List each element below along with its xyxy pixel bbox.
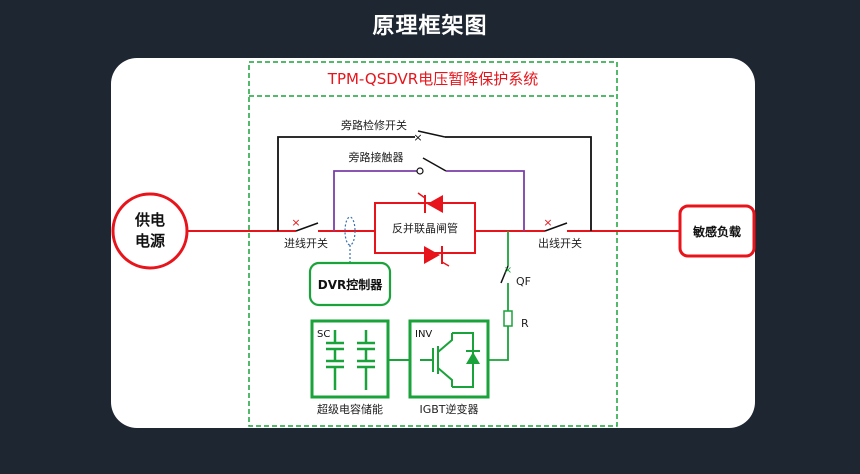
thyristor-label: 反并联晶闸管: [392, 221, 458, 235]
freewheel-diode-icon: [466, 352, 480, 364]
inverter-label: IGBT逆变器: [419, 402, 478, 416]
bypass-contactor-label: 旁路接触器: [349, 150, 404, 164]
supercapacitor-label: 超级电容储能: [317, 402, 383, 416]
dvr-controller-label: DVR控制器: [318, 277, 383, 292]
bypass-maintenance-label: 旁路检修开关: [341, 118, 407, 132]
dvr-controller: [308, 261, 392, 307]
bypass-contactor-line-left: [333, 170, 418, 231]
system-title: TPM-QSDVR电压暂降保护系统: [327, 70, 538, 88]
outgoing-switch-x-icon: ×: [543, 216, 552, 229]
inverter-feed-line: [488, 326, 509, 361]
thyristor-lower-icon: [424, 246, 440, 264]
outgoing-switch-blade: [544, 222, 568, 232]
thyristor-upper-icon: [427, 195, 443, 213]
bypass-maintenance-line-right: [445, 136, 592, 231]
page-title: 原理框架图: [372, 14, 488, 39]
resistor-icon: [503, 310, 513, 327]
inv-label: INV: [415, 329, 432, 340]
igbt-icon: [420, 332, 474, 388]
bypass-contactor-blade: [422, 157, 447, 172]
bypass-contactor-contact-icon: [416, 167, 424, 175]
outgoing-switch-label: 出线开关: [538, 236, 582, 250]
incoming-switch-x-icon: ×: [291, 216, 300, 229]
supercapacitor-box: [310, 319, 390, 399]
sensitive-load-label: 敏感负载: [692, 224, 741, 239]
sensitive-load: [678, 204, 756, 258]
power-source: [111, 192, 189, 270]
qf-label: QF: [516, 275, 531, 288]
bypass-contactor-line-right: [446, 170, 525, 231]
bypass-maintenance-x-icon: ×: [413, 131, 422, 144]
system-boundary: [248, 61, 618, 427]
incoming-switch-blade: [295, 222, 319, 232]
resistor-label: R: [521, 317, 529, 330]
sc-label: SC: [317, 329, 330, 340]
incoming-switch-label: 进线开关: [284, 236, 328, 250]
capacitor-bank-icon: [326, 330, 375, 390]
power-source-label-line2: 电源: [135, 232, 165, 250]
qf-switch-x-icon: ×: [504, 265, 512, 276]
current-sensor-icon: [344, 216, 356, 246]
qf-switch-blade: [500, 265, 509, 284]
power-source-label-line1: 供电: [134, 211, 165, 229]
bypass-maintenance-switch-blade: [417, 130, 446, 138]
bypass-maintenance-line-left: [277, 136, 415, 231]
